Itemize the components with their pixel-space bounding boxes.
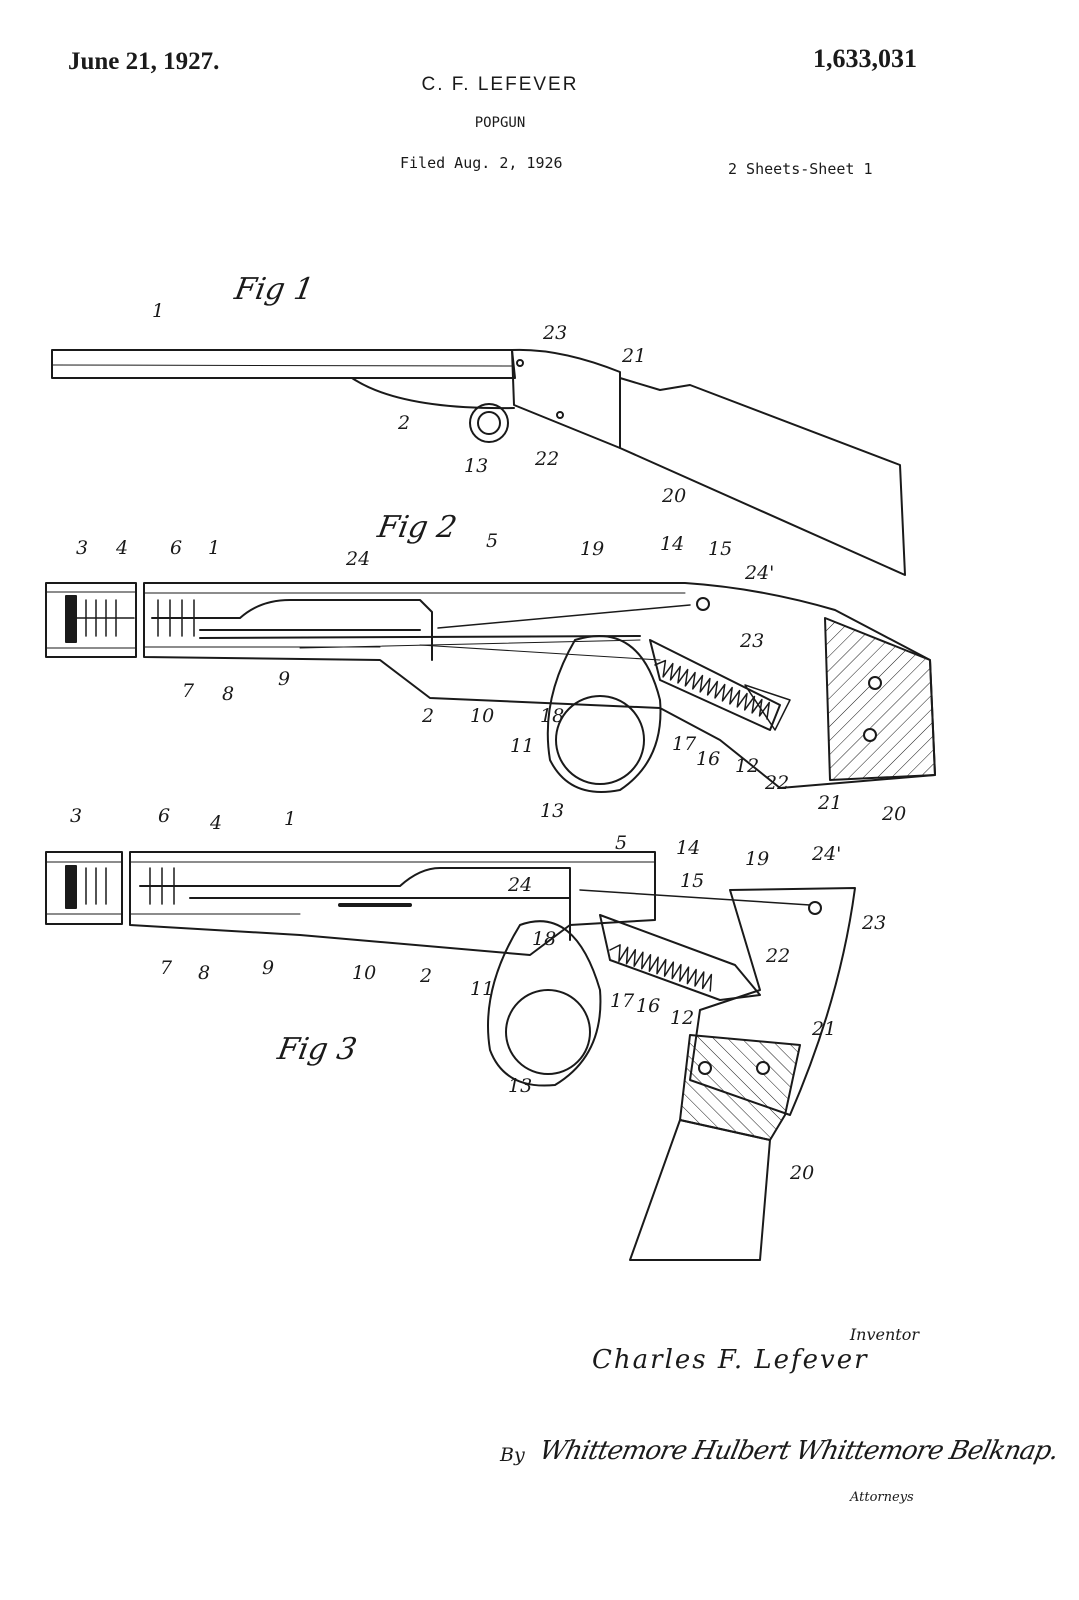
- fig3-ref-label: 6: [158, 805, 170, 827]
- fig3-ref-label: 10: [352, 962, 376, 984]
- fig3-ref-label: 24: [508, 874, 532, 896]
- fig2-ref-label: 11: [510, 735, 534, 757]
- fig2-ref-label: 23: [740, 630, 764, 652]
- fig2-ref-label: 24': [745, 562, 774, 584]
- fig3-stock: [630, 1120, 770, 1260]
- fig1-ref-label: 1: [152, 300, 164, 322]
- fig2-trigger-ring: [556, 696, 644, 784]
- fig2-ref-label: 13: [540, 800, 564, 822]
- fig2-ref-label: 4: [116, 537, 128, 559]
- fig2-ref-label: 21: [818, 792, 842, 814]
- fig3-ref-label: 17: [610, 990, 634, 1012]
- fig2-ref-label: 8: [222, 683, 234, 705]
- fig3-ref-label: 8: [198, 962, 210, 984]
- fig1-ref-label: 23: [543, 322, 567, 344]
- fig3-ref-label: 22: [766, 945, 790, 967]
- fig2-ref-label: 1: [208, 537, 220, 559]
- fig3-ref-label: 13: [508, 1075, 532, 1097]
- by-label: By: [500, 1444, 525, 1466]
- fig1-trigger-ring: [470, 404, 508, 442]
- fig3-ref-label: 4: [210, 812, 222, 834]
- fig3-ref-label: 19: [745, 848, 769, 870]
- fig2-ref-label: 20: [882, 803, 906, 825]
- fig2-ref-label: 12: [735, 755, 759, 777]
- fig3-ref-label: 14: [676, 837, 700, 859]
- fig3-ref-label: 12: [670, 1007, 694, 1029]
- fig2-ref-label: 5: [486, 530, 498, 552]
- fig2-ref-label: 10: [470, 705, 494, 727]
- fig1-ref-label: 22: [535, 448, 559, 470]
- fig3-main-spring: [608, 942, 716, 991]
- fig2-ref-label: 9: [278, 668, 290, 690]
- fig3-ref-label: 9: [262, 957, 274, 979]
- fig2-ref-label: 6: [170, 537, 182, 559]
- fig3-ref-label: 21: [812, 1018, 836, 1040]
- fig3-ref-label: 24': [812, 843, 841, 865]
- fig3-barrel-stub: [46, 852, 122, 924]
- fig2-ref-label: 2: [422, 705, 434, 727]
- fig3-ref-label: 5: [615, 832, 627, 854]
- fig3-ref-label: 3: [70, 805, 82, 827]
- figure-2: [46, 583, 935, 792]
- fig2-ref-label: 7: [182, 680, 194, 702]
- fig2-ref-label: 15: [708, 538, 732, 560]
- fig2-ref-label: 19: [580, 538, 604, 560]
- fig3-ref-label: 7: [160, 957, 172, 979]
- fig3-caption: Fig 3: [275, 1032, 359, 1067]
- attorneys-label: Attorneys: [850, 1490, 914, 1505]
- fig3-cock-spring: [580, 890, 810, 905]
- fig2-ref-label: 18: [540, 705, 564, 727]
- figure-3: [46, 852, 855, 1260]
- fig3-ref-label: 18: [532, 928, 556, 950]
- fig1-barrel: [52, 350, 515, 378]
- fig2-ref-label: 22: [765, 772, 789, 794]
- fig1-ref-label: 2: [398, 412, 410, 434]
- fig1-receiver: [512, 350, 620, 448]
- inventor-label: Inventor: [850, 1325, 919, 1344]
- fig2-barrel-stub: [46, 583, 136, 657]
- fig2-ref-label: 16: [696, 748, 720, 770]
- fig1-caption: Fig 1: [232, 272, 316, 307]
- fig2-stock-grip: [825, 618, 935, 780]
- fig2-barrel: [144, 583, 935, 788]
- fig2-caption: Fig 2: [375, 510, 459, 545]
- fig2-ref-label: 17: [672, 733, 696, 755]
- fig3-ref-label: 15: [680, 870, 704, 892]
- fig1-ref-label: 20: [662, 485, 686, 507]
- attorney-signature: Whittemore Hulbert Whittemore Belknap.: [537, 1436, 1061, 1466]
- fig3-ref-label: 2: [420, 965, 432, 987]
- fig1-ref-label: 13: [464, 455, 488, 477]
- fig3-trigger-ring: [506, 990, 590, 1074]
- fig2-cock-spring: [438, 605, 690, 628]
- fig3-ref-label: 16: [636, 995, 660, 1017]
- fig2-ref-label: 14: [660, 533, 684, 555]
- inventor-signature: Charles F. Lefever: [592, 1345, 869, 1375]
- fig2-ref-label: 24: [346, 548, 370, 570]
- fig3-ref-label: 11: [470, 978, 494, 1000]
- fig2-ref-label: 3: [76, 537, 88, 559]
- fig1-ref-label: 21: [622, 345, 646, 367]
- fig3-ref-label: 1: [284, 808, 296, 830]
- fig3-ref-label: 20: [790, 1162, 814, 1184]
- fig3-ref-label: 23: [862, 912, 886, 934]
